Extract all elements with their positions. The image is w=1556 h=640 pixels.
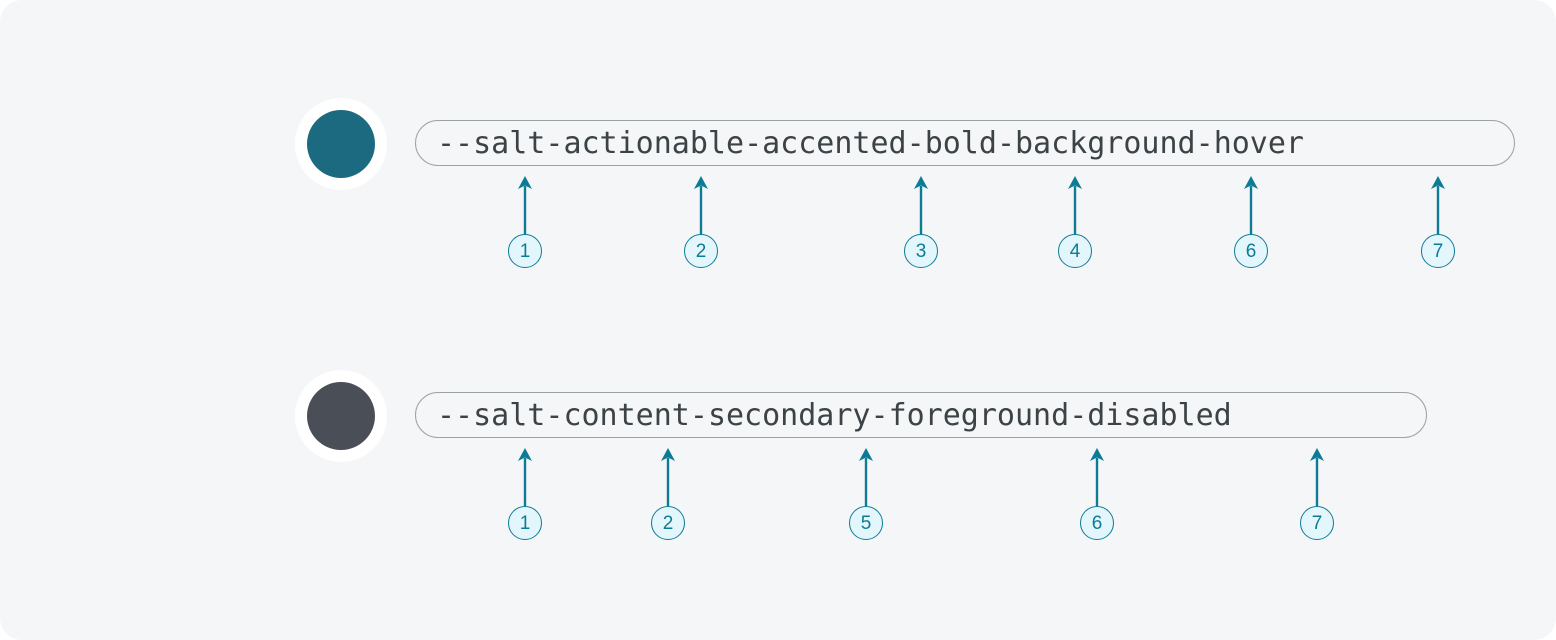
token-part-text: - bbox=[906, 125, 925, 161]
up-arrow-icon bbox=[518, 448, 532, 506]
up-arrow-icon bbox=[518, 176, 532, 234]
callout-number-badge: 1 bbox=[508, 234, 542, 268]
up-arrow-icon bbox=[1310, 448, 1324, 506]
callout-number-badge: 5 bbox=[849, 506, 883, 540]
token-part-text: foreground bbox=[888, 397, 1070, 433]
up-arrow-icon bbox=[694, 176, 708, 234]
color-swatch-ring bbox=[295, 370, 387, 462]
token-part-text: - bbox=[689, 397, 708, 433]
callout-number-badge: 3 bbox=[904, 234, 938, 268]
color-swatch-dot bbox=[307, 110, 375, 178]
token-separator: -- bbox=[437, 126, 473, 161]
callout-marker: 5 bbox=[836, 448, 896, 540]
up-arrow-icon bbox=[859, 448, 873, 506]
token-part-text: salt bbox=[473, 125, 546, 161]
token-part-text: - bbox=[870, 397, 889, 433]
token-part-highlighted: accented bbox=[762, 108, 907, 178]
token-separator: - bbox=[997, 126, 1015, 161]
callout-marker: 6 bbox=[1067, 448, 1127, 540]
up-arrow-icon bbox=[661, 448, 675, 506]
token-part-highlighted: secondary bbox=[707, 380, 871, 450]
token-string: --salt-content-secondary-foreground-disa… bbox=[437, 380, 1232, 450]
token-pill bbox=[415, 392, 1427, 438]
token-separator: - bbox=[907, 126, 925, 161]
up-arrow-icon bbox=[1068, 176, 1082, 234]
token-part-text: actionable bbox=[563, 125, 745, 161]
token-string: --salt-actionable-accented-bold-backgrou… bbox=[437, 108, 1305, 178]
token-part-text: - bbox=[1069, 397, 1088, 433]
token-part-text: hover bbox=[1213, 125, 1304, 161]
token-part-text: - bbox=[744, 125, 763, 161]
callout-number-badge: 1 bbox=[508, 506, 542, 540]
token-separator: - bbox=[871, 398, 889, 433]
token-part-text: - bbox=[545, 125, 564, 161]
callout-marker: 2 bbox=[671, 176, 731, 268]
callout-marker: 7 bbox=[1408, 176, 1468, 268]
token-part-text: - bbox=[1195, 125, 1214, 161]
token-pill bbox=[415, 120, 1515, 166]
token-part-highlighted: actionable bbox=[563, 108, 745, 178]
token-part-text: secondary bbox=[707, 397, 871, 433]
up-arrow-icon bbox=[914, 176, 928, 234]
callout-marker: 3 bbox=[891, 176, 951, 268]
callout-marker: 2 bbox=[638, 448, 698, 540]
token-part-highlighted: foreground bbox=[888, 380, 1070, 450]
callout-number-badge: 2 bbox=[651, 506, 685, 540]
callout-number-badge: 7 bbox=[1300, 506, 1334, 540]
callout-number-badge: 2 bbox=[684, 234, 718, 268]
token-part-text: disabled bbox=[1087, 397, 1232, 433]
callout-number-badge: 4 bbox=[1058, 234, 1092, 268]
callout-marker: 1 bbox=[495, 448, 555, 540]
token-part-highlighted: background bbox=[1015, 108, 1196, 178]
token-part-text: content bbox=[563, 397, 690, 433]
token-separator: - bbox=[1196, 126, 1214, 161]
color-swatch-ring bbox=[295, 98, 387, 190]
token-separator: - bbox=[744, 126, 762, 161]
token-part-highlighted: salt bbox=[473, 380, 546, 450]
callout-number-badge: 6 bbox=[1234, 234, 1268, 268]
token-part-highlighted: hover bbox=[1213, 108, 1305, 178]
token-part-highlighted: salt bbox=[473, 108, 546, 178]
token-part-text: bold bbox=[924, 125, 997, 161]
token-part-text: -- bbox=[437, 125, 474, 161]
token-separator: - bbox=[1069, 398, 1087, 433]
token-part-highlighted: bold bbox=[924, 108, 998, 178]
token-part-text: salt bbox=[473, 397, 546, 433]
token-separator: - bbox=[545, 398, 563, 433]
callout-marker: 6 bbox=[1221, 176, 1281, 268]
callout-marker: 7 bbox=[1287, 448, 1347, 540]
token-part-text: -- bbox=[437, 397, 474, 433]
token-separator: - bbox=[545, 126, 563, 161]
up-arrow-icon bbox=[1090, 448, 1104, 506]
callout-number-badge: 7 bbox=[1421, 234, 1455, 268]
up-arrow-icon bbox=[1431, 176, 1445, 234]
token-part-highlighted: content bbox=[563, 380, 691, 450]
color-swatch-dot bbox=[307, 382, 375, 450]
token-part-highlighted: disabled bbox=[1087, 380, 1232, 450]
token-part-text: background bbox=[1015, 125, 1196, 161]
token-part-text: - bbox=[545, 397, 564, 433]
callout-marker: 1 bbox=[495, 176, 555, 268]
token-separator: -- bbox=[437, 398, 473, 433]
callout-number-badge: 6 bbox=[1080, 506, 1114, 540]
up-arrow-icon bbox=[1244, 176, 1258, 234]
token-part-text: accented bbox=[762, 125, 907, 161]
callout-marker: 4 bbox=[1045, 176, 1105, 268]
token-part-text: - bbox=[996, 125, 1015, 161]
token-separator: - bbox=[690, 398, 708, 433]
